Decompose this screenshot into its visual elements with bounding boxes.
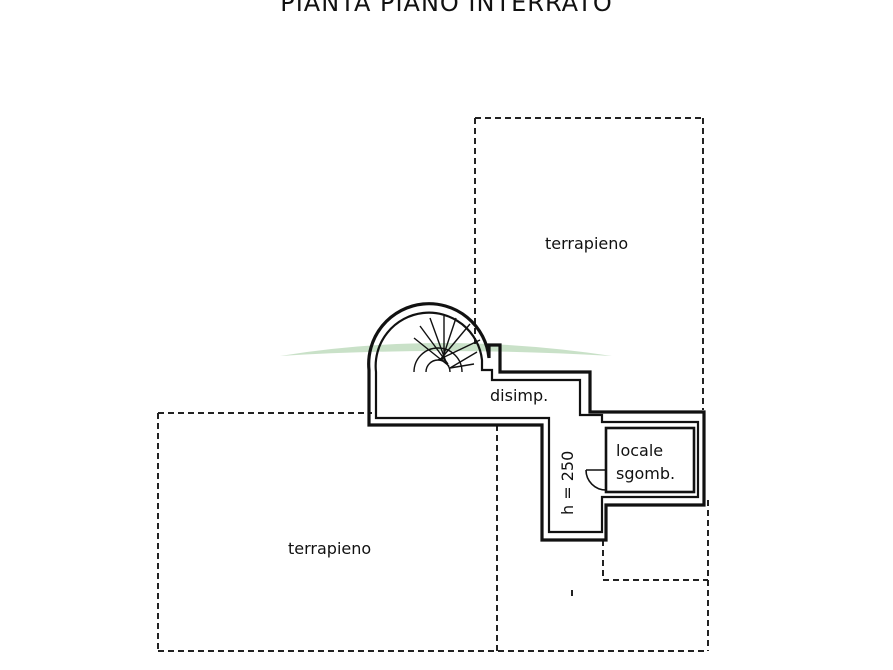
walls-inner (374, 311, 700, 534)
room-label-storage-line2: sgomb. (616, 464, 676, 483)
height-note: h = 250 (558, 450, 577, 515)
terrapieno-upper-outline (474, 117, 704, 410)
spiral-staircase (413, 316, 481, 373)
room-label-storage-line1: locale (616, 441, 664, 460)
plan-title: PIANTA PIANO INTERRATO (280, 0, 613, 17)
room-label-terrapieno-upper: terrapieno (545, 234, 629, 253)
door-swing (585, 469, 607, 491)
walls-outer (367, 302, 706, 542)
room-label-terrapieno-lower: terrapieno (288, 539, 372, 558)
storage-room-walls (604, 426, 696, 494)
room-label-disimpegno: disimp. (490, 386, 549, 405)
